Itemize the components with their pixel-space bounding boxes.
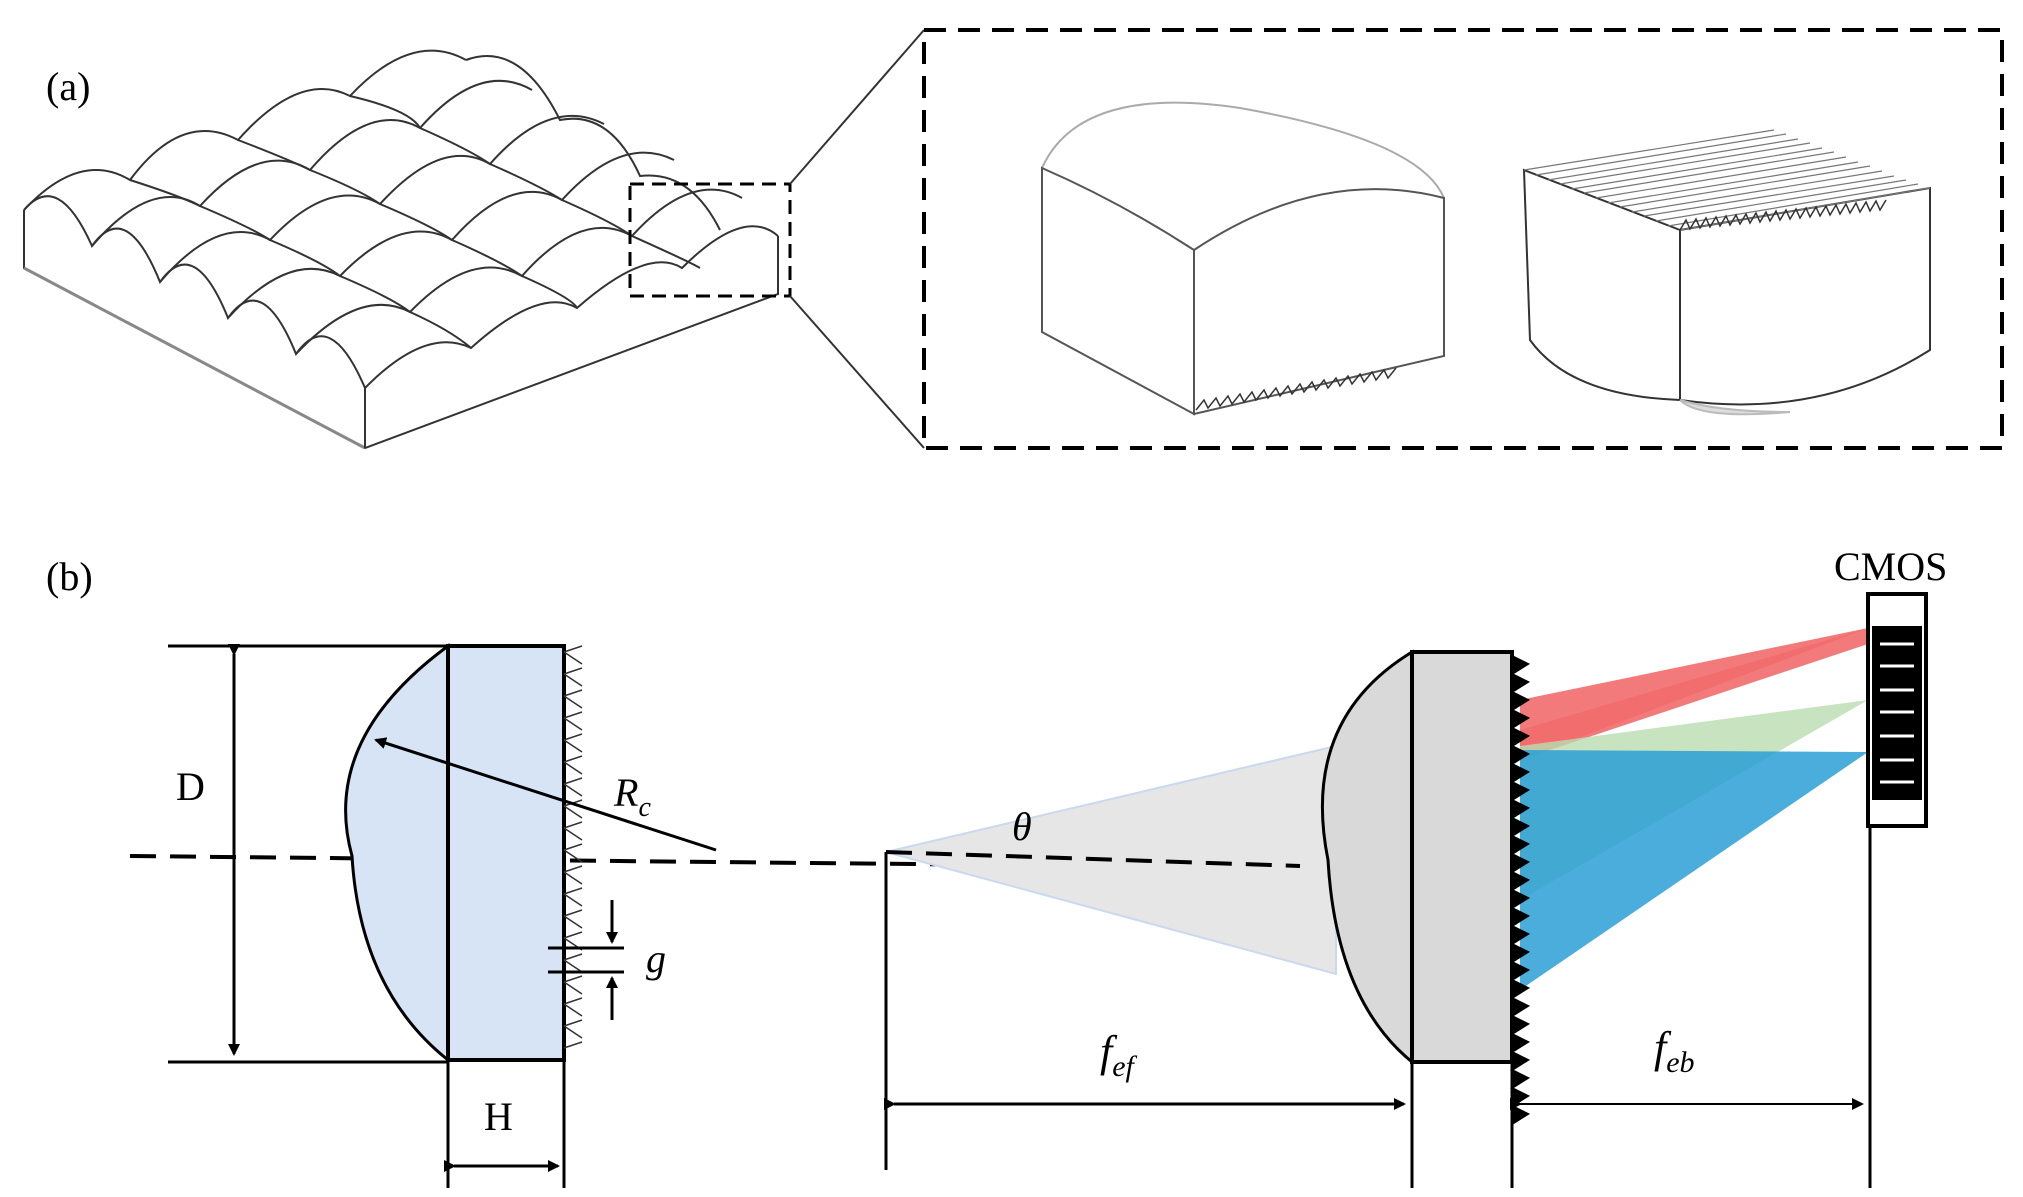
front-focal-label: fef bbox=[1100, 1027, 1138, 1083]
lens-element-grating-top bbox=[1522, 129, 1931, 416]
lens-cross-section bbox=[344, 643, 583, 1064]
pitch-label: g bbox=[646, 936, 666, 981]
microlens-array-sheet bbox=[23, 49, 779, 450]
grating-teeth bbox=[563, 645, 583, 1049]
radius-arrow bbox=[374, 737, 717, 852]
lens-element-curved-top bbox=[1041, 101, 1445, 416]
dispersed-beams bbox=[1520, 628, 1868, 990]
grating-pitch-marker bbox=[548, 900, 624, 1020]
diameter-label: D bbox=[176, 764, 205, 809]
radius-label: Rc bbox=[613, 770, 651, 823]
back-focal-label: feb bbox=[1654, 1023, 1695, 1079]
panel-b-label: (b) bbox=[46, 554, 93, 599]
panel-a-label: (a) bbox=[46, 64, 90, 109]
zoom-region-box bbox=[628, 182, 792, 298]
thickness-label: H bbox=[484, 1094, 513, 1139]
angle-label: θ bbox=[1012, 804, 1032, 849]
cmos-label: CMOS bbox=[1834, 544, 1947, 589]
cmos-sensor bbox=[1866, 592, 1928, 1188]
imaging-lens bbox=[1320, 649, 1531, 1188]
